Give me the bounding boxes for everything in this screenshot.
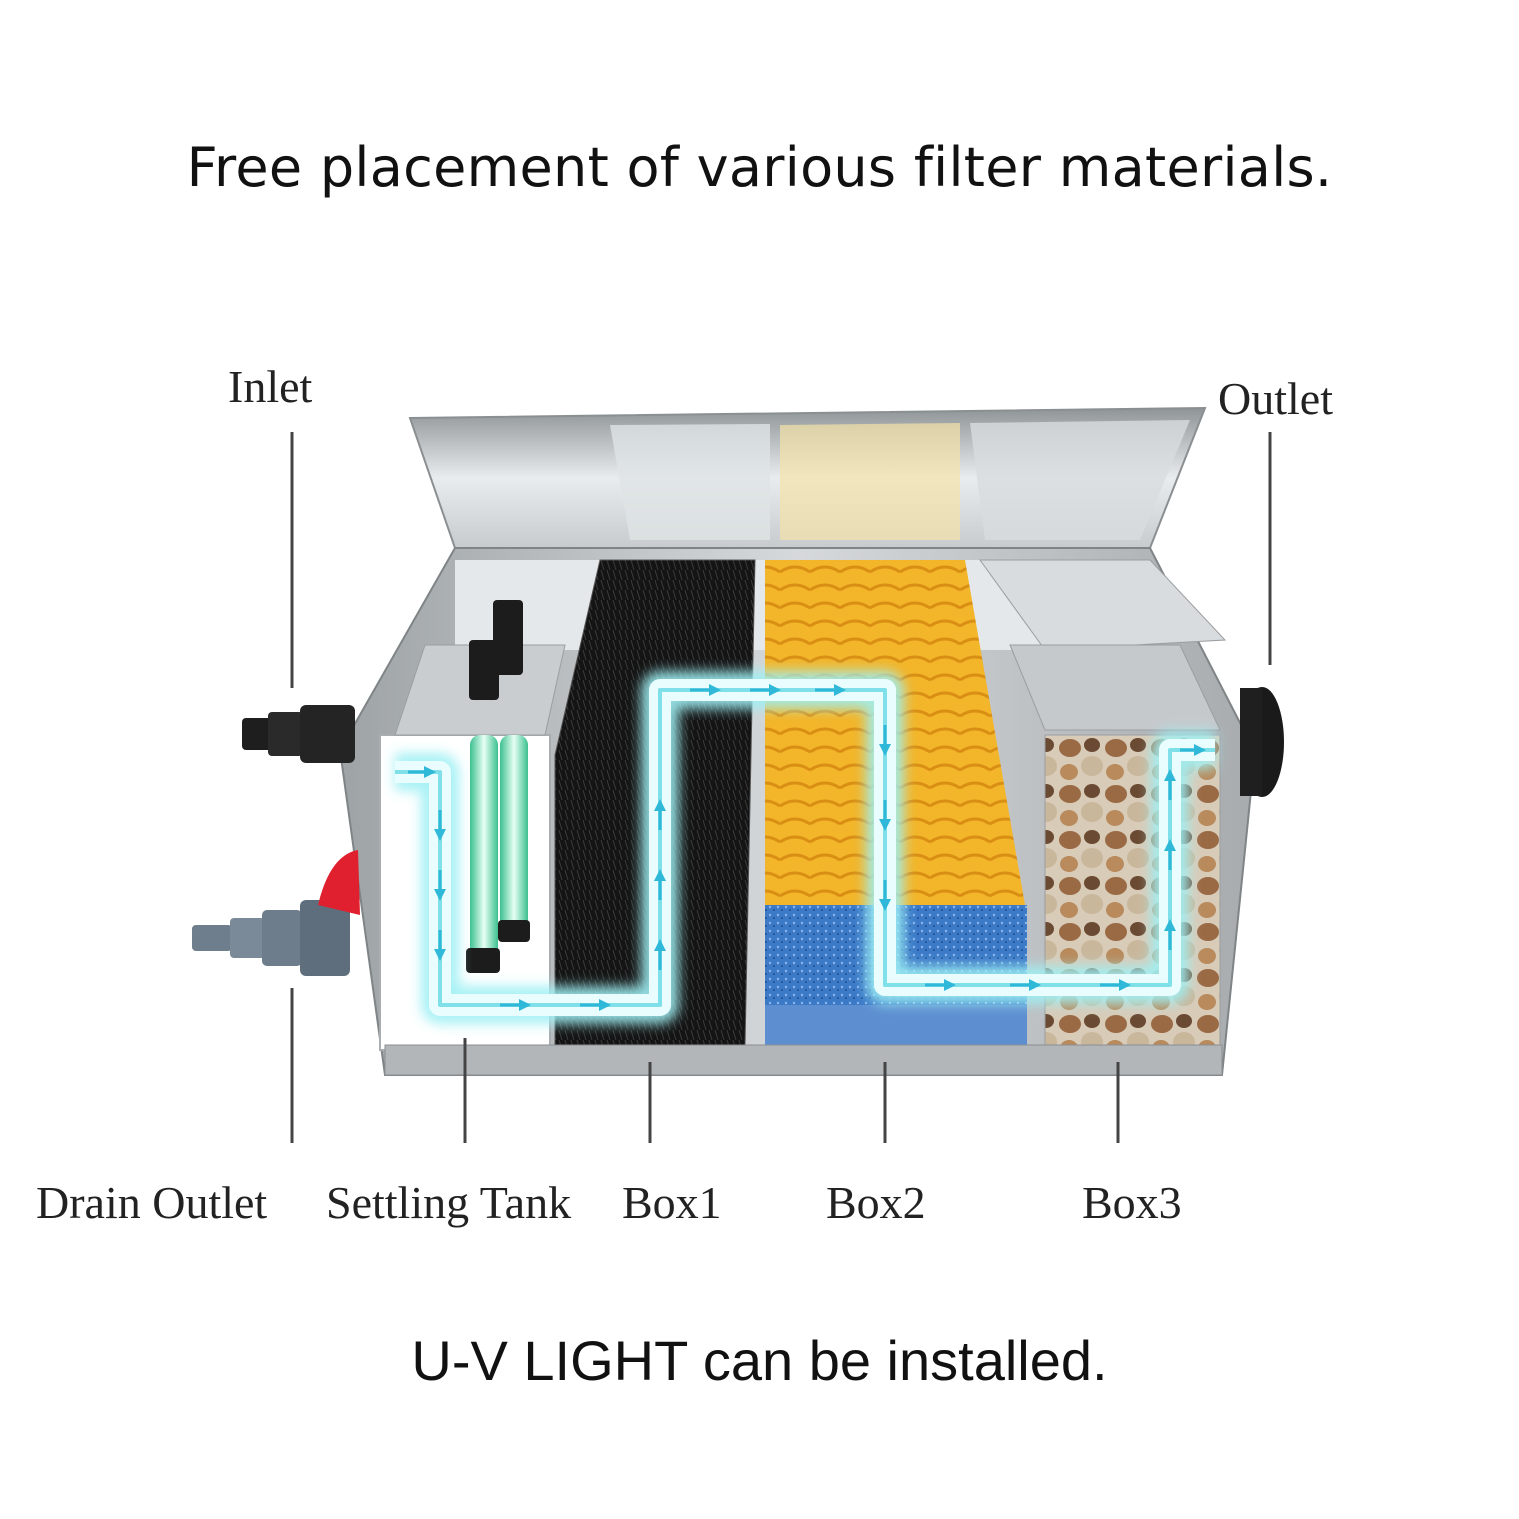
uv-lamp — [466, 600, 530, 973]
inlet-label: Inlet — [228, 361, 313, 412]
valve-handle — [318, 850, 360, 915]
inlet-fitting — [242, 705, 355, 763]
top-heading: Free placement of various filter materia… — [186, 136, 1333, 199]
box3-label: Box3 — [1082, 1177, 1182, 1228]
box1-label: Box1 — [622, 1177, 722, 1228]
settling-tank-label: Settling Tank — [326, 1177, 572, 1228]
box2-label: Box2 — [826, 1177, 926, 1228]
bottom-heading: U-V LIGHT can be installed. — [411, 1329, 1108, 1392]
outlet-label: Outlet — [1218, 373, 1333, 424]
drain-fitting — [192, 850, 360, 976]
flow-arrows — [408, 684, 1206, 1011]
leader-lines — [290, 432, 1272, 1143]
drain-outlet-label: Drain Outlet — [36, 1177, 268, 1228]
